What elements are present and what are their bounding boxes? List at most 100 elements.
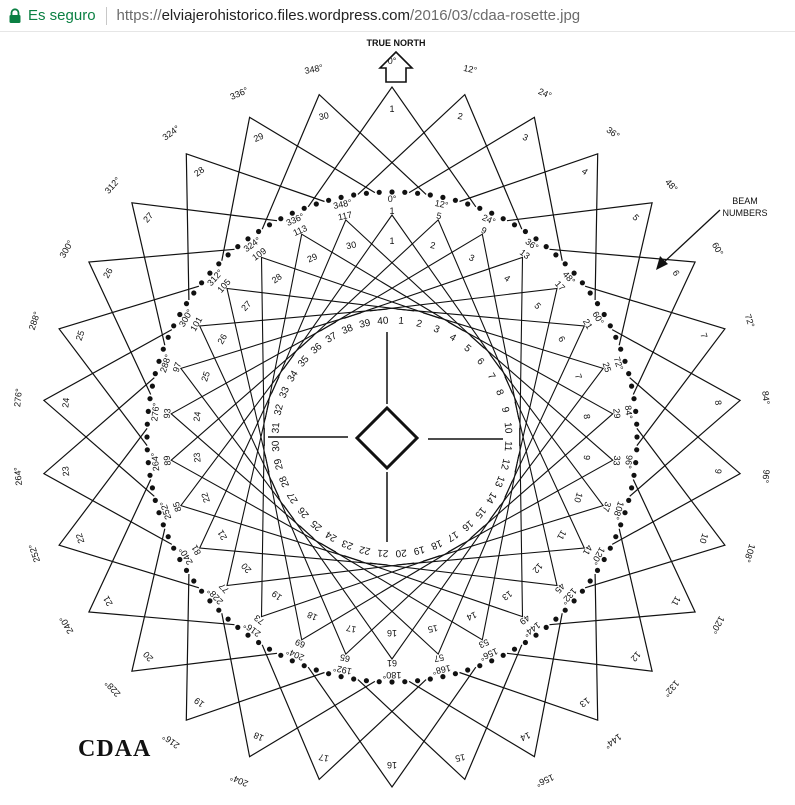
inner-beam-lines [282,214,502,370]
outer-element-label: 21 [581,317,595,331]
inner-bearing-label: 348° [332,197,353,211]
outer-element-dot [160,346,166,352]
outer-beam-lines [87,479,235,626]
inner-bearing-label: 96° [623,455,634,470]
outer-element-dot [587,578,593,584]
outer-beam-number: 24 [60,397,71,408]
inner-element-label: 35 [296,354,312,370]
outer-bearing-label: 252° [27,542,42,563]
inner-element-label: 37 [324,330,340,345]
outer-element-dot [415,678,421,684]
inner-beam-lines [260,428,441,618]
outer-bearing-label: 216° [160,731,181,750]
address-bar[interactable]: Es seguro https://elviajerohistorico.fil… [0,0,795,32]
outer-element-dot [326,197,332,203]
outer-element-dot [389,679,395,685]
outer-beam-lines [42,329,173,497]
outer-element-dot [634,434,640,440]
outer-element-dot [313,201,319,207]
inner-beam-number: 5 [532,301,543,311]
secure-label[interactable]: Es seguro [28,7,96,24]
outer-element-dot [402,189,408,195]
inner-beam-lines [226,287,415,473]
url-text[interactable]: https://elviajerohistorico.files.wordpre… [117,7,581,24]
outer-element-dot [301,663,307,669]
outer-element-dot [601,556,607,563]
outer-element-dot [313,667,319,673]
outer-element-dot [402,679,408,685]
outer-element-dot [351,192,357,198]
inner-beam-number: 13 [500,589,514,603]
outer-bearing-label: 336° [229,85,250,102]
inner-element-label: 2 [415,318,423,330]
outer-beam-number: 21 [101,594,115,608]
outer-element-dot [183,301,190,307]
outer-element-dot [376,679,382,685]
outer-bearing-label: 204° [228,772,249,789]
outer-element-dot [225,616,231,622]
outer-element-dot [631,396,637,402]
inner-beam-number: 22 [199,491,212,504]
outer-bearing-label: 300° [57,238,75,259]
inner-beam-lines [447,321,614,539]
outer-element-label: 93 [162,408,173,419]
beam-numbers-callout: BEAM NUMBERS [656,196,768,270]
inner-beam-lines [282,504,502,660]
outer-element-dot [440,674,446,680]
inner-element-label: 13 [492,474,507,489]
outer-beam-number: 4 [580,166,590,177]
inner-beam-number: 8 [582,413,592,419]
inner-beam-number: 16 [387,628,397,638]
inner-beam-number: 24 [192,411,203,422]
inner-element-label: 40 [377,315,389,327]
inner-beam-number: 21 [215,528,229,542]
outer-element-dot [489,210,495,216]
inner-beam-number: 28 [270,271,284,285]
outer-element-dot [171,323,177,329]
inner-beam-lines [198,308,388,498]
inner-element-label: 21 [376,547,388,559]
outer-element-dot [452,197,458,203]
outer-bearing-label: 24° [537,86,554,101]
outer-element-dot [601,311,607,318]
outer-bearing-label: 132° [661,678,681,699]
inner-bearing-label: 0° [388,194,397,204]
inner-beam-lines [226,401,415,587]
outer-element-dot [511,646,518,652]
outer-bearing-label: 84° [760,390,771,405]
inner-element-label: 22 [358,543,372,556]
inner-beam-lines [343,428,524,618]
outer-beam-number: 28 [192,165,206,179]
outer-element-dot [216,607,222,613]
outer-beam-lines [185,573,325,722]
outer-beam-number: 25 [74,329,87,342]
outer-beam-number: 27 [141,210,155,224]
outer-element-dot [216,261,222,267]
outer-element-dot [626,371,632,377]
inner-beam-lines [179,354,362,562]
outer-element-dot [338,674,344,680]
outer-element-label: 117 [337,210,353,223]
inner-beam-number: 27 [239,299,253,313]
inner-element-label: 32 [273,403,286,417]
outer-element-dot [171,545,177,551]
inner-beam-lines [422,354,605,562]
outer-element-dot [152,371,158,377]
inner-beam-number: 30 [345,239,357,251]
outer-beam-lines [131,528,278,672]
inner-beam-lines [396,308,586,498]
outer-bearing-label: 72° [743,313,757,329]
beam-callout-arrowhead [656,256,668,270]
outer-element-dot [579,280,586,286]
inner-beam-number: 12 [531,561,545,575]
outer-element-dot [511,222,518,228]
outer-element-dot [553,252,559,258]
outer-element-dot [326,671,332,677]
outer-beam-lines [506,202,653,346]
outer-bearing-label: 12° [462,63,478,76]
center-diamond [354,405,420,471]
outer-element-label: 17 [553,279,567,293]
outer-element-dot [177,311,183,318]
inner-beam-number: 11 [555,528,568,541]
outer-element-label: 77 [217,581,231,595]
